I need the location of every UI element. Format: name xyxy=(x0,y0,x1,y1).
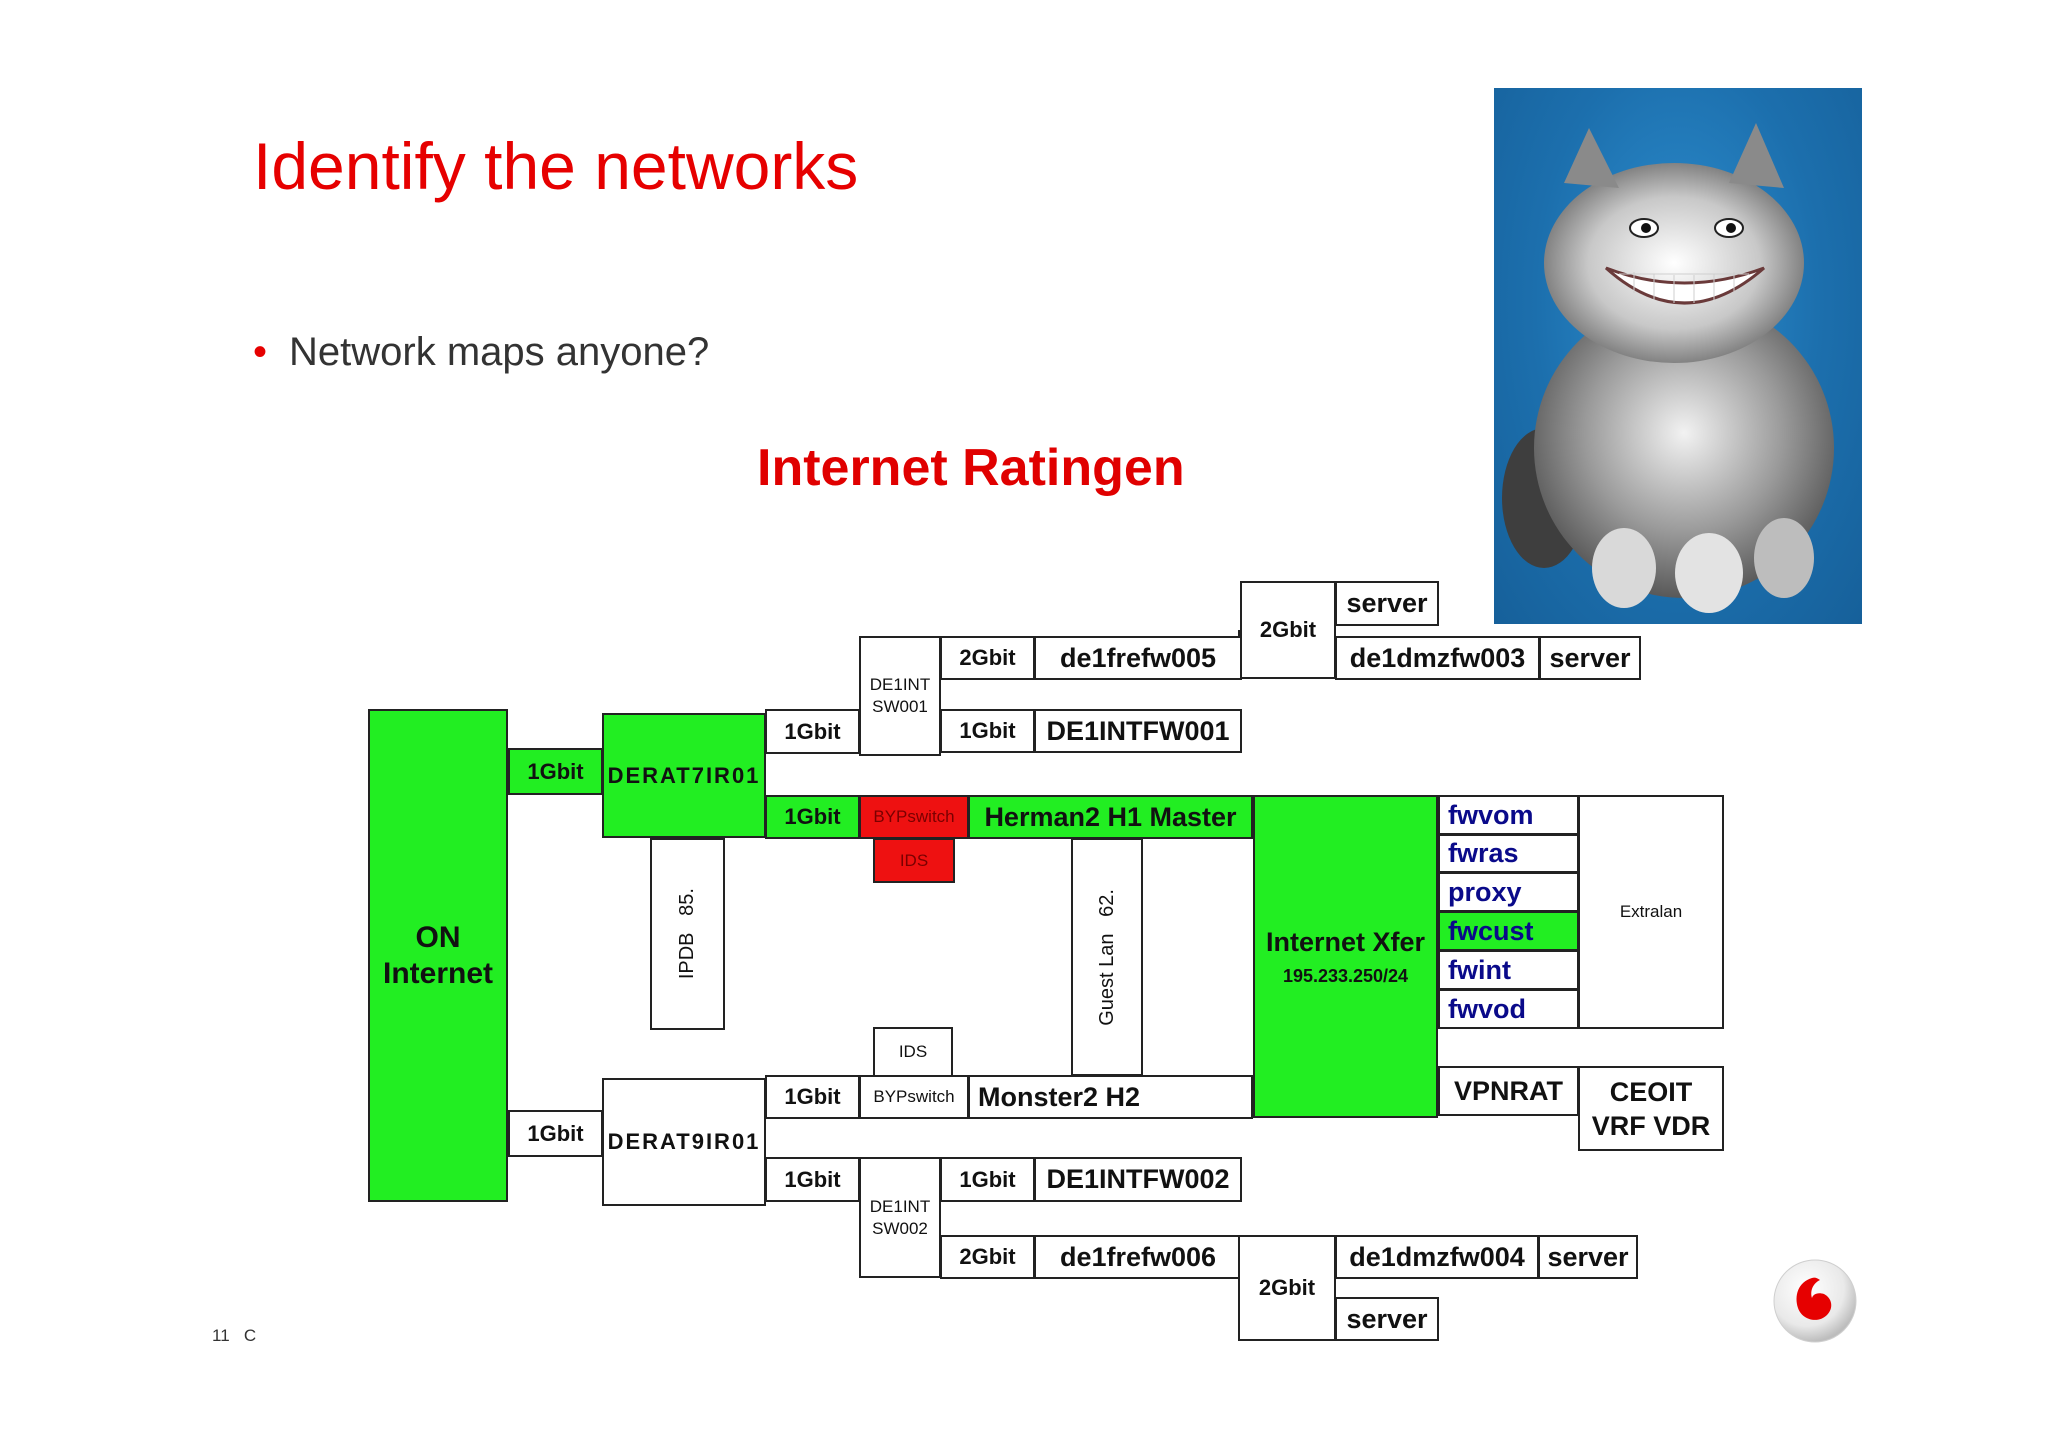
server-bottom-1: server xyxy=(1335,1297,1439,1341)
fw-list-item-fwcust: fwcust xyxy=(1438,911,1579,951)
switch-top-line2: SW001 xyxy=(872,697,928,716)
bypswitch-bottom: BYPswitch xyxy=(859,1075,969,1119)
vpnrat: VPNRAT xyxy=(1438,1066,1579,1116)
bullet-text: Network maps anyone? xyxy=(289,330,710,374)
firewall-de1frefw005: de1frefw005 xyxy=(1034,636,1242,680)
switch-bottom-line2: SW002 xyxy=(872,1218,928,1238)
bullet-item: • Network maps anyone? xyxy=(253,330,709,375)
switch-bottom: DE1INT SW002 xyxy=(859,1157,941,1278)
switch-bottom-line1: DE1INT xyxy=(869,1196,931,1216)
hermann-h1-master: Herman2 H1 Master xyxy=(968,795,1253,839)
link-1gbit-fw001: 1Gbit xyxy=(940,709,1035,753)
link-1gbit-fw002: 1Gbit xyxy=(940,1157,1035,1202)
link-1gbit-monster: 1Gbit xyxy=(765,1075,860,1119)
ipdb-network: IPDB 85. xyxy=(650,838,725,1030)
ceoit-line2: VRF VDR xyxy=(1591,1110,1711,1141)
fw-list-item-fwvom: fwvom xyxy=(1438,795,1579,835)
ceoit-line1: CEOIT xyxy=(1609,1076,1693,1107)
ids-top: IDS xyxy=(873,838,955,883)
router-bottom: DERAT9IR01 xyxy=(602,1078,766,1206)
router-top: DERAT7IR01 xyxy=(602,713,766,838)
fw-list-item-proxy: proxy xyxy=(1438,872,1579,912)
link-1gbit-top: 1Gbit xyxy=(508,748,603,795)
firewall-de1intfw002: DE1INTFW002 xyxy=(1034,1157,1242,1202)
firewall-de1dmzfw004: de1dmzfw004 xyxy=(1335,1235,1539,1279)
fw-list-item-fwvod: fwvod xyxy=(1438,989,1579,1029)
link-1gbit-bottom: 1Gbit xyxy=(508,1110,603,1157)
link-2gbit-top: 2Gbit xyxy=(940,636,1035,680)
link-2gbit-dmz-bottom: 2Gbit xyxy=(1238,1235,1336,1341)
server-bottom-2: server xyxy=(1538,1235,1638,1279)
page-number: 11 xyxy=(212,1326,230,1345)
switch-top: DE1INT SW001 xyxy=(859,636,941,756)
link-2gbit-dmz-top: 2Gbit xyxy=(1240,581,1336,679)
footer-text: C xyxy=(243,1326,257,1345)
ipdb-label: IPDB 85. xyxy=(676,888,698,980)
server-top-2: server xyxy=(1539,636,1641,680)
ids-bottom: IDS xyxy=(873,1027,953,1077)
link-1gbit-hermann: 1Gbit xyxy=(765,795,860,839)
cat-photo xyxy=(1494,88,1862,624)
slide-title: Identify the networks xyxy=(253,129,859,203)
link-1gbit-switch-bottom: 1Gbit xyxy=(765,1157,860,1202)
grinning-cat-photo-icon xyxy=(1502,123,1834,613)
firewall-de1intfw001: DE1INTFW001 xyxy=(1034,709,1242,753)
fw-list-item-fwras: fwras xyxy=(1438,834,1579,873)
firewall-de1frefw006: de1frefw006 xyxy=(1034,1235,1242,1279)
link-1gbit-switch-top: 1Gbit xyxy=(765,709,860,754)
bullet-dot-icon: • xyxy=(253,330,268,374)
link-2gbit-bottom: 2Gbit xyxy=(940,1235,1035,1279)
guest-lan-network: Guest Lan 62. xyxy=(1071,838,1143,1076)
slide-footer: 11 C xyxy=(212,1326,256,1346)
vodafone-logo-icon xyxy=(1772,1258,1858,1344)
internet-xfer: Internet Xfer 195.233.250/24 xyxy=(1253,795,1438,1118)
on-internet-label-line2: Internet xyxy=(382,956,493,990)
server-top-1: server xyxy=(1335,581,1439,626)
switch-top-line1: DE1INT xyxy=(869,675,931,694)
diagram-title: Internet Ratingen xyxy=(757,439,1185,497)
fw-list-item-fwint: fwint xyxy=(1438,950,1579,990)
ceoit-vrf-vdr: CEOIT VRF VDR xyxy=(1578,1066,1724,1151)
internet-xfer-title: Internet Xfer xyxy=(1265,926,1426,957)
extralan: Extralan xyxy=(1578,795,1724,1029)
guest-lan-label: Guest Lan 62. xyxy=(1095,888,1118,1026)
internet-xfer-net: 195.233.250/24 xyxy=(1282,965,1409,986)
bypswitch-top: BYPswitch xyxy=(859,795,969,839)
monster2-h2: Monster2 H2 xyxy=(968,1075,1253,1119)
firewall-de1dmzfw003: de1dmzfw003 xyxy=(1335,636,1540,680)
on-internet-label-line1: ON xyxy=(415,920,461,954)
on-internet-node: ON Internet xyxy=(368,709,508,1202)
